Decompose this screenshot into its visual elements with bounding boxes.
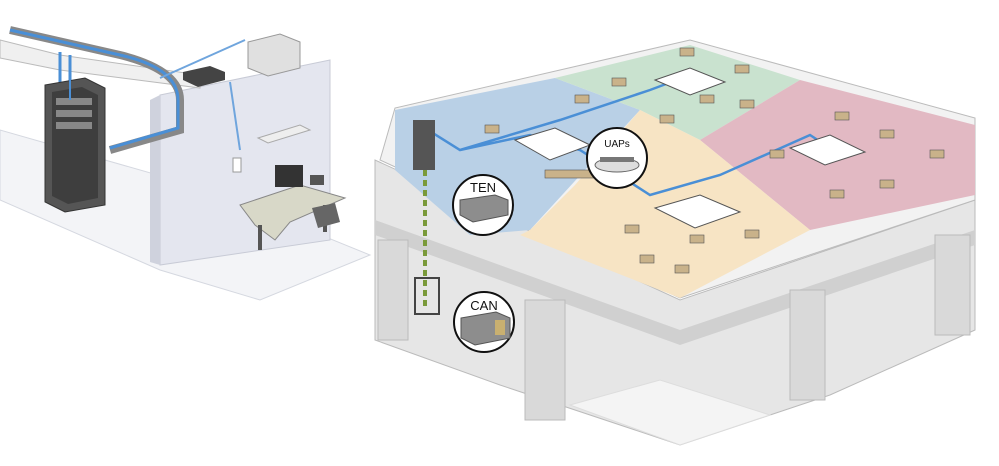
lower-floor-slab <box>375 220 975 345</box>
lower-floor-grid <box>568 379 772 446</box>
building-scene: TEN UAPs CAN <box>374 39 976 446</box>
equipment-rack <box>44 60 106 213</box>
side-wall <box>150 95 160 265</box>
column <box>789 289 826 401</box>
ceiling-panel <box>653 67 727 96</box>
ceiling-panel <box>788 134 867 166</box>
light-fixture <box>256 124 312 144</box>
ceiling-panel <box>653 194 742 229</box>
callout-uaps-label: UAPs <box>604 139 630 150</box>
callout-uaps: UAPs <box>586 127 648 189</box>
switch-device <box>183 66 225 87</box>
telecom-room-scene <box>0 26 372 301</box>
can-rack <box>414 277 440 315</box>
column <box>524 299 566 421</box>
server-icon <box>459 194 509 223</box>
workstations <box>484 47 945 274</box>
zone-yellow <box>520 110 810 298</box>
callout-ten: TEN <box>452 174 514 236</box>
callout-can-label: CAN <box>470 298 497 313</box>
back-wall <box>159 59 331 266</box>
column <box>934 234 971 336</box>
cable-run <box>159 39 246 151</box>
workstation-desk <box>239 165 347 250</box>
hvac-unit <box>247 33 301 77</box>
column <box>377 239 409 341</box>
riser-rack <box>413 120 435 170</box>
wall-outlet <box>232 157 242 173</box>
callout-can: CAN <box>453 291 515 353</box>
callout-ten-label: TEN <box>470 180 496 195</box>
